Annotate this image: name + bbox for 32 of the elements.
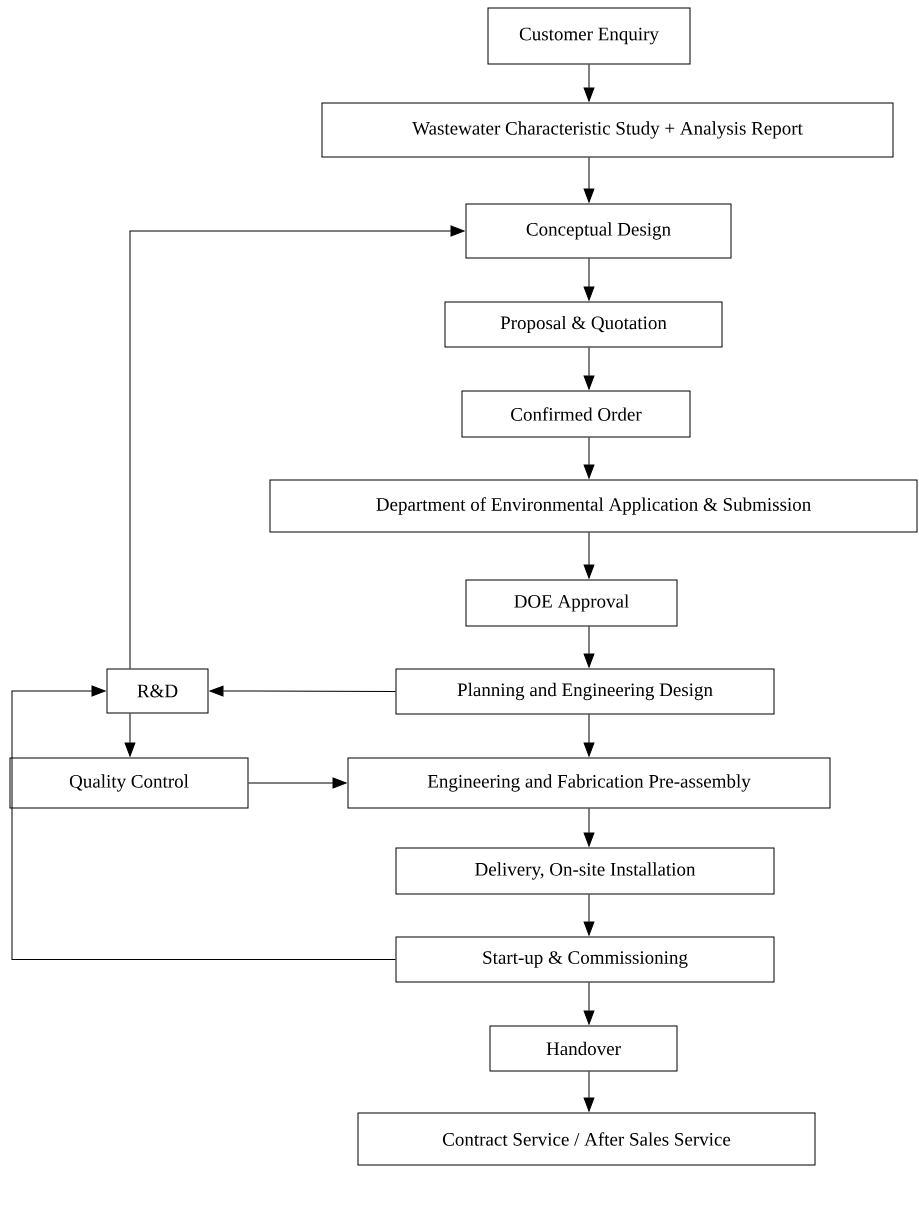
process-box: Confirmed Order: [461, 390, 691, 438]
process-box: Department of Environmental Application & Submission: [269, 479, 918, 533]
arrow: [209, 685, 396, 697]
process-box: Wastewater Characteristic Study + Analysis Report: [321, 102, 894, 158]
arrow: [129, 225, 465, 669]
arrow: [583, 1071, 595, 1112]
process-box: Delivery, On-site Installation: [395, 847, 775, 895]
arrow: [583, 437, 595, 479]
process-box: Planning and Engineering Design: [395, 668, 775, 715]
process-box: Start-up & Commissioning: [395, 936, 775, 983]
arrow: [583, 626, 595, 668]
arrow: [583, 157, 595, 203]
arrow: [248, 777, 347, 789]
process-box: Conceptual Design: [465, 203, 732, 259]
arrow: [583, 714, 595, 757]
arrow: [583, 982, 595, 1025]
process-box: Engineering and Fabrication Pre-assembly: [347, 757, 831, 809]
arrow: [124, 713, 136, 757]
arrow: [583, 64, 595, 102]
arrow: [11, 685, 396, 960]
arrow: [583, 258, 595, 301]
arrow: [583, 347, 595, 390]
arrow: [583, 894, 595, 936]
process-box: Customer Enquiry: [487, 7, 691, 65]
process-box: Handover: [489, 1025, 678, 1072]
arrow: [583, 808, 595, 847]
process-box: Contract Service / After Sales Service: [357, 1112, 816, 1166]
process-box: R&D: [106, 668, 209, 714]
arrow: [583, 532, 595, 579]
process-box: Proposal & Quotation: [444, 301, 723, 348]
process-box: Quality Control: [9, 757, 249, 809]
process-box: DOE Approval: [465, 579, 678, 627]
